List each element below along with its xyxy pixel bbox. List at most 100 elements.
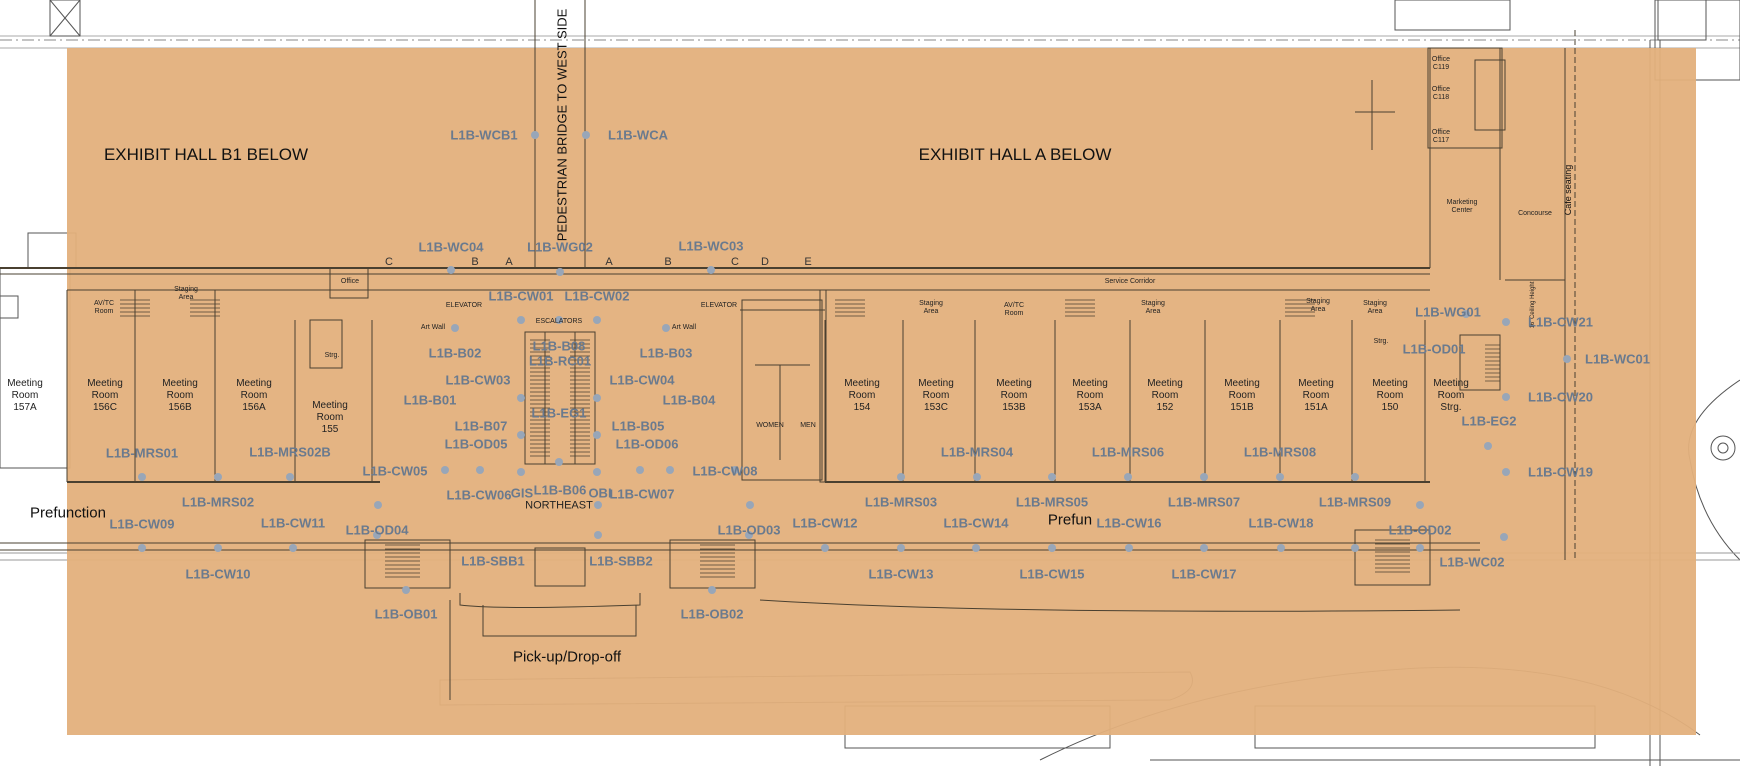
meeting-room-153b: Meeting Room 153B	[996, 378, 1032, 413]
service-corridor-label: Service Corridor	[1104, 277, 1156, 285]
grid-letter-d-right: D	[761, 256, 769, 268]
marker-dot	[1484, 442, 1492, 450]
marker-dot	[1200, 544, 1208, 552]
marker-cw08: L1B-CW08	[692, 463, 758, 479]
label-artwall-2: Art Wall	[671, 323, 697, 331]
marker-dot	[1125, 544, 1133, 552]
marker-b06: L1B-B06	[533, 482, 587, 498]
marker-dot	[593, 394, 601, 402]
marker-cw19: L1B-CW19	[1528, 464, 1594, 480]
marker-dot	[374, 501, 382, 509]
marker-dot	[707, 266, 715, 274]
marker-mrs06: L1B-MRS06	[1091, 444, 1165, 460]
label-staging-4: Staging Area	[1306, 297, 1330, 313]
marker-od01: L1B-OD01	[1402, 341, 1466, 357]
marker-dot	[138, 544, 146, 552]
marker-dot	[593, 316, 601, 324]
marker-od02: L1B-OD02	[1388, 522, 1452, 538]
marker-cw07: L1B-CW07	[609, 486, 675, 502]
prefun-partial-label: Prefun	[1047, 511, 1093, 529]
pickup-dropoff-label: Pick-up/Drop-off	[512, 648, 622, 666]
marker-dot	[821, 544, 829, 552]
marker-dot	[972, 544, 980, 552]
concourse-label: Concourse	[1518, 209, 1552, 217]
marker-mrs03: L1B-MRS03	[864, 494, 938, 510]
label-staging-1: Staging Area	[174, 285, 198, 301]
marker-b05: L1B-B05	[611, 418, 665, 434]
marker-dot	[1502, 468, 1510, 476]
marker-dot	[1200, 473, 1208, 481]
marker-rc01: L1B-RC01	[528, 353, 592, 369]
label-office: Office	[340, 277, 360, 285]
marker-cw17: L1B-CW17	[1171, 566, 1237, 582]
marker-wg01: L1B-WG01	[1415, 304, 1481, 320]
marker-dot	[594, 531, 602, 539]
meeting-room-156c: Meeting Room 156C	[87, 378, 123, 413]
marker-dot	[441, 466, 449, 474]
grid-letter-b-left: B	[471, 256, 479, 268]
meeting-room-153c: Meeting Room 153C	[918, 378, 954, 413]
marker-dot	[1276, 473, 1284, 481]
marker-sbb1: L1B-SBB1	[461, 553, 525, 569]
marker-dot	[1048, 473, 1056, 481]
marker-eg1: L1B-EG1	[531, 405, 587, 421]
marker-dot	[973, 473, 981, 481]
meeting-room-157a: Meeting Room 157A	[7, 378, 43, 413]
marker-cw20: L1B-CW20	[1528, 389, 1594, 405]
meeting-room-154: Meeting Room 154	[844, 378, 880, 413]
grid-letter-c-right: C	[731, 256, 739, 268]
marker-cw10: L1B-CW10	[185, 566, 251, 582]
marker-dot	[1048, 544, 1056, 552]
marker-dot	[1563, 355, 1571, 363]
marker-dot	[517, 316, 525, 324]
marker-cw01: L1B-CW01	[488, 288, 554, 304]
grid-letter-a-left: A	[505, 256, 513, 268]
label-strg-2: Strg.	[1373, 337, 1389, 345]
marker-dot	[289, 544, 297, 552]
marker-dot	[731, 466, 739, 474]
marker-dot	[1416, 544, 1424, 552]
meeting-room-151b: Meeting Room 151B	[1224, 378, 1260, 413]
marker-eg2: L1B-EG2	[1461, 413, 1517, 429]
marker-wg02: L1B-WG02	[527, 239, 593, 255]
marker-cw09: L1B-CW09	[109, 516, 175, 532]
marker-wc02: L1B-WC02	[1439, 554, 1505, 570]
marker-dot	[517, 431, 525, 439]
label-women: WOMEN	[756, 421, 784, 429]
marker-wcb1: L1B-WCB1	[450, 127, 518, 143]
grid-letter-a-right: A	[605, 256, 613, 268]
northeast-label: NORTHEAST	[525, 499, 593, 512]
marker-sbb2: L1B-SBB2	[589, 553, 653, 569]
marker-dots	[138, 131, 1571, 594]
marker-wc03: L1B-WC03	[678, 238, 744, 254]
cafe-seating-label: Cafe seating	[1563, 164, 1573, 216]
marker-dot	[1462, 310, 1470, 318]
label-men: MEN	[800, 421, 816, 429]
label-escalators: ESCALATORS	[535, 317, 583, 325]
marker-dot	[1502, 318, 1510, 326]
marker-mrs09: L1B-MRS09	[1318, 494, 1392, 510]
marker-cw03: L1B-CW03	[445, 372, 511, 388]
marker-obi: OBI	[588, 485, 612, 501]
marker-ob02: L1B-OB02	[680, 606, 744, 622]
label-office-c118: Office C118	[1431, 85, 1451, 101]
marker-dot	[373, 531, 381, 539]
grid-letter-e-right: E	[804, 256, 812, 268]
marker-cw13: L1B-CW13	[868, 566, 934, 582]
label-strg-1: Strg.	[324, 351, 340, 359]
label-marketing: Marketing Center	[1446, 198, 1478, 214]
marker-mrs07: L1B-MRS07	[1167, 494, 1241, 510]
meeting-room-strg-room: Meeting Room Strg.	[1433, 378, 1469, 413]
marker-dot	[402, 586, 410, 594]
marker-dot	[451, 324, 459, 332]
marker-dot	[555, 458, 563, 466]
marker-dot	[745, 531, 753, 539]
meeting-room-150: Meeting Room 150	[1372, 378, 1408, 413]
marker-dot	[1351, 544, 1359, 552]
marker-b07: L1B-B07	[454, 418, 508, 434]
exhibit-hall-a-label: EXHIBIT HALL A BELOW	[918, 145, 1112, 164]
marker-dot	[593, 468, 601, 476]
marker-dot	[666, 466, 674, 474]
marker-dot	[1277, 544, 1285, 552]
